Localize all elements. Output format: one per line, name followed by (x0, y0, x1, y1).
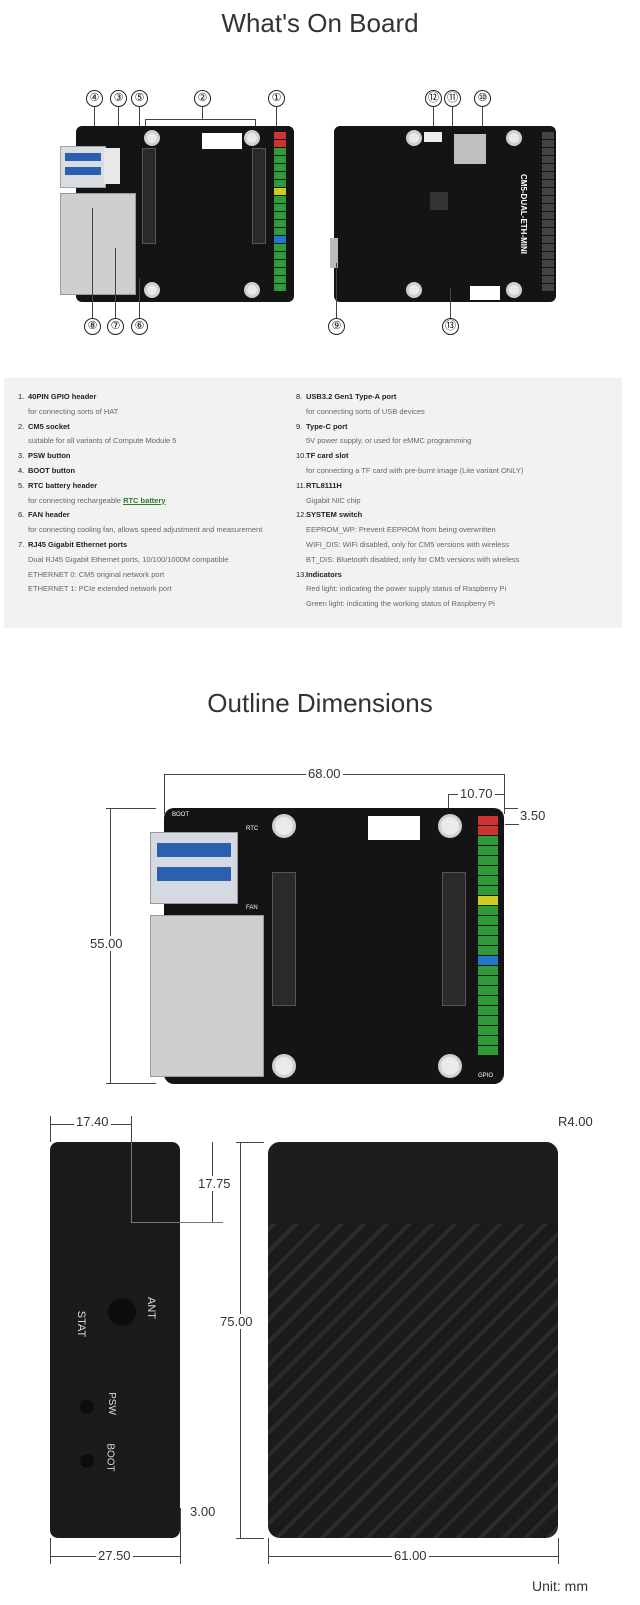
feature-list-left: 1.40PIN GPIO header for connecting sorts … (18, 390, 298, 597)
fan-label: FAN (246, 905, 258, 911)
feature-desc: for connecting rechargeable RTC battery (28, 495, 166, 505)
callout-1: ① (268, 90, 285, 107)
feature-desc: for connecting sorts of USB devices (306, 406, 425, 416)
boot-button[interactable] (80, 1454, 94, 1468)
callout-4: ④ (86, 90, 103, 107)
feature-item: 8.USB3.2 Gen1 Type-A port (296, 392, 397, 401)
feature-desc: WIFI_DIS: WiFi disabled, only for CM5 ve… (306, 539, 509, 549)
rtl8111h-chip (430, 192, 448, 210)
callout-7: ⑦ (107, 318, 124, 335)
feature-desc: BT_DIS: Bluetooth disabled, only for CM5… (306, 554, 520, 564)
dim-side-width: 27.50 (96, 1548, 133, 1563)
case-side-view (50, 1142, 180, 1538)
feature-desc: EEPROM_WP: Prevent EEPROM from being ove… (306, 525, 496, 535)
feature-item: 13.Indicators (296, 569, 342, 579)
feature-item: 12.SYSTEM switch (296, 510, 363, 520)
callout-12: ⑫ (425, 90, 442, 107)
ant-label: ANT (145, 1297, 157, 1319)
gpio-header-front (274, 132, 286, 292)
feature-desc: ETHERNET 1: PCIe extended network port (28, 584, 172, 594)
feature-desc: for connecting cooling fan, allows speed… (28, 525, 263, 535)
feature-item: 10.TF card slot (296, 451, 349, 461)
callout-11: ⑪ (444, 90, 461, 107)
rj45-ports (60, 193, 136, 295)
label-sticker (202, 133, 242, 149)
feature-desc: Green light: indicating the working stat… (306, 599, 495, 609)
feature-item: 1.40PIN GPIO header (18, 392, 97, 401)
feature-desc: Dual RJ45 Gigabit Ethernet ports, 10/100… (28, 554, 229, 564)
cm5-socket-left (142, 148, 156, 244)
callout-5: ⑤ (131, 90, 148, 107)
tf-card-slot (454, 134, 486, 164)
psw-label: PSW (105, 1392, 117, 1415)
feature-item: 4.BOOT button (18, 465, 76, 475)
feature-desc: Gigabit NIC chip (306, 495, 361, 505)
dim-width: 68.00 (306, 766, 343, 781)
section-title-outline-dimensions: Outline Dimensions (207, 688, 433, 718)
callout-9: ⑨ (328, 318, 345, 335)
cm5-socket-top-right (442, 872, 466, 1006)
dim-corner-radius: R4.00 (556, 1114, 595, 1129)
gpio-label: GPIO (478, 1073, 494, 1079)
usb-port-top (150, 832, 238, 904)
antenna-port (108, 1298, 136, 1326)
feature-desc: Red light: indicating the power supply s… (306, 584, 507, 594)
boot-label: BOOT (172, 812, 190, 818)
feature-list-right: 8.USB3.2 Gen1 Type-A port for connecting … (296, 390, 616, 612)
stat-label: STAT (75, 1310, 88, 1338)
pcb-back (334, 126, 556, 302)
callout-6: ⑥ (131, 318, 148, 335)
psw-button[interactable] (80, 1400, 94, 1414)
system-switch (424, 132, 442, 142)
feature-item: 2.CM5 socket (18, 421, 70, 431)
usb-port (60, 146, 106, 188)
cm5-socket-top-left (272, 872, 296, 1006)
feature-item: 9.Type-C port (296, 421, 348, 431)
typec-port (330, 238, 338, 268)
cm5-socket-right (252, 148, 266, 244)
callout-13: ⑬ (442, 318, 459, 335)
feature-item: 6.FAN header (18, 510, 70, 520)
feature-item: 5.RTC battery header (18, 480, 98, 490)
feature-desc: for connecting a TF card with pre-burnt … (306, 465, 524, 475)
dim-side-depth: 17.40 (74, 1114, 111, 1129)
case-dimension-diagram: 17.40 17.75 ANT STAT PSW BOOT 27.50 3.00… (0, 1108, 640, 1605)
dim-hole-top: 3.50 (518, 808, 548, 823)
board-front-diagram: ④ ③ ⑤ ② ① ⑧ ⑦ ⑥ (60, 88, 300, 338)
gpio-header-back (542, 132, 554, 292)
unit-label: Unit: mm (532, 1578, 588, 1594)
feature-item: 11.RTL8111H (296, 480, 342, 490)
rtc-battery-link[interactable]: RTC battery (123, 495, 166, 505)
feature-desc: suitable for all variants of Compute Mod… (28, 436, 177, 446)
board-back-label: CM5-DUAL-ETH-MINI (519, 174, 528, 254)
callout-8: ⑧ (84, 318, 101, 335)
label-sticker-back (470, 286, 500, 300)
callout-10: ⑩ (474, 90, 491, 107)
callout-2: ② (194, 90, 211, 107)
rtc-header (104, 148, 120, 184)
dim-case-width: 61.00 (392, 1548, 429, 1563)
dim-hole-offset: 10.70 (458, 786, 495, 801)
dim-height: 55.00 (88, 936, 125, 951)
dim-side-mid: 17.75 (196, 1176, 233, 1191)
rtc-label: RTC (246, 826, 259, 832)
board-back-diagram: ⑫ ⑪ ⑩ CM5-DUAL-ETH-MINI ⑨ ⑬ (320, 88, 570, 338)
feature-item: 3.PSW button (18, 451, 71, 461)
feature-item: 7.RJ45 Gigabit Ethernet ports (18, 539, 128, 549)
gpio-header-top (478, 816, 498, 1056)
label-sticker-top (368, 816, 420, 840)
feature-desc: ETHERNET 0: CM5 original network port (28, 569, 165, 579)
feature-desc: for connecting sorts of HAT (28, 406, 119, 416)
feature-desc: 5V power supply, or used for eMMC progra… (306, 436, 472, 446)
callout-3: ③ (110, 90, 127, 107)
dim-side-bottom: 3.00 (188, 1504, 218, 1519)
section-title-whats-on-board: What's On Board (221, 8, 419, 38)
boot-case-label: BOOT (104, 1443, 116, 1472)
dim-case-height: 75.00 (218, 1314, 255, 1329)
dimension-board-diagram: 68.00 10.70 3.50 55.00 GPIO RTC FAN BOOT (0, 760, 640, 1100)
feature-list: 1.40PIN GPIO header for connecting sorts … (4, 378, 622, 628)
rj45-top (150, 915, 264, 1077)
case-front-view (268, 1142, 558, 1538)
